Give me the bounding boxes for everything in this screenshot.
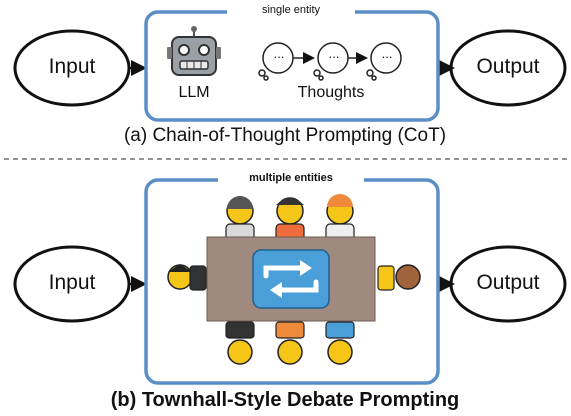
person-icon <box>325 321 355 365</box>
output-label-b: Output <box>476 271 540 294</box>
person-icon <box>225 196 255 243</box>
caption-b: (b) Townhall-Style Debate Prompting <box>110 389 460 411</box>
person-icon <box>275 197 305 243</box>
llm-label: LLM <box>178 84 210 101</box>
single-entity-tag: single entity <box>227 4 355 16</box>
input-label-a: Input <box>48 55 96 78</box>
multiple-entities-tag: multiple entities <box>218 172 364 184</box>
panel-b <box>13 178 567 385</box>
person-icon <box>325 194 355 243</box>
output-label-a: Output <box>476 55 540 78</box>
person-icon <box>377 264 421 291</box>
person-icon <box>275 321 305 365</box>
panel-a <box>13 10 567 122</box>
thought-text-2: ... <box>328 46 340 61</box>
thought-text-3: ... <box>381 46 393 61</box>
repeat-arrows-icon <box>252 249 330 309</box>
input-label-b: Input <box>48 271 96 294</box>
thought-bubble-icon <box>258 42 294 81</box>
caption-a: (a) Chain-of-Thought Prompting (CoT) <box>123 125 447 146</box>
person-icon <box>225 321 255 365</box>
thoughts-label: Thoughts <box>297 84 365 101</box>
thought-text-1: ... <box>273 46 285 61</box>
person-icon <box>167 264 207 291</box>
thought-bubble-icon <box>366 42 402 81</box>
robot-icon <box>167 26 221 76</box>
